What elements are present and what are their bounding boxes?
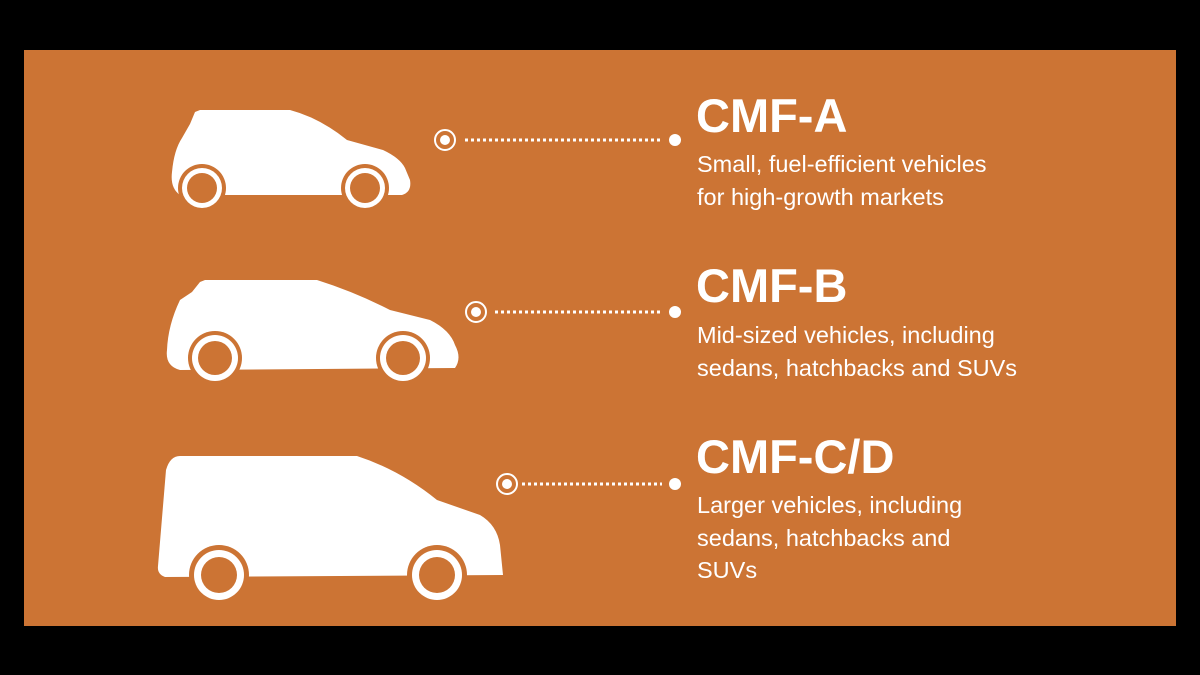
connector-cmf-a [434,129,681,151]
platform-description-cmf-b: Mid-sized vehicles, including sedans, ha… [697,319,1117,384]
description-line: sedans, hatchbacks and [697,524,951,551]
platform-title-cmf-cd: CMF-C/D [696,430,895,483]
connector-cmf-cd [496,473,681,495]
description-line: for high-growth markets [697,183,944,210]
platform-title-cmf-a: CMF-A [696,89,848,142]
van-icon [157,456,503,605]
platform-description-cmf-a: Small, fuel-efficient vehicles for high-… [697,148,1117,213]
description-line: sedans, hatchbacks and SUVs [697,354,1018,381]
hatchback-car-icon [171,110,411,212]
connector-cmf-b [465,301,681,323]
description-line: Small, fuel-efficient vehicles [697,151,987,177]
platform-title-cmf-b: CMF-B [696,259,848,312]
description-line: Mid-sized vehicles, including [697,322,995,348]
platform-description-cmf-cd: Larger vehicles, including sedans, hatch… [697,489,1117,587]
compact-car-icon [166,280,459,385]
description-line: Larger vehicles, including [697,492,963,518]
description-line: SUVs [697,557,758,583]
